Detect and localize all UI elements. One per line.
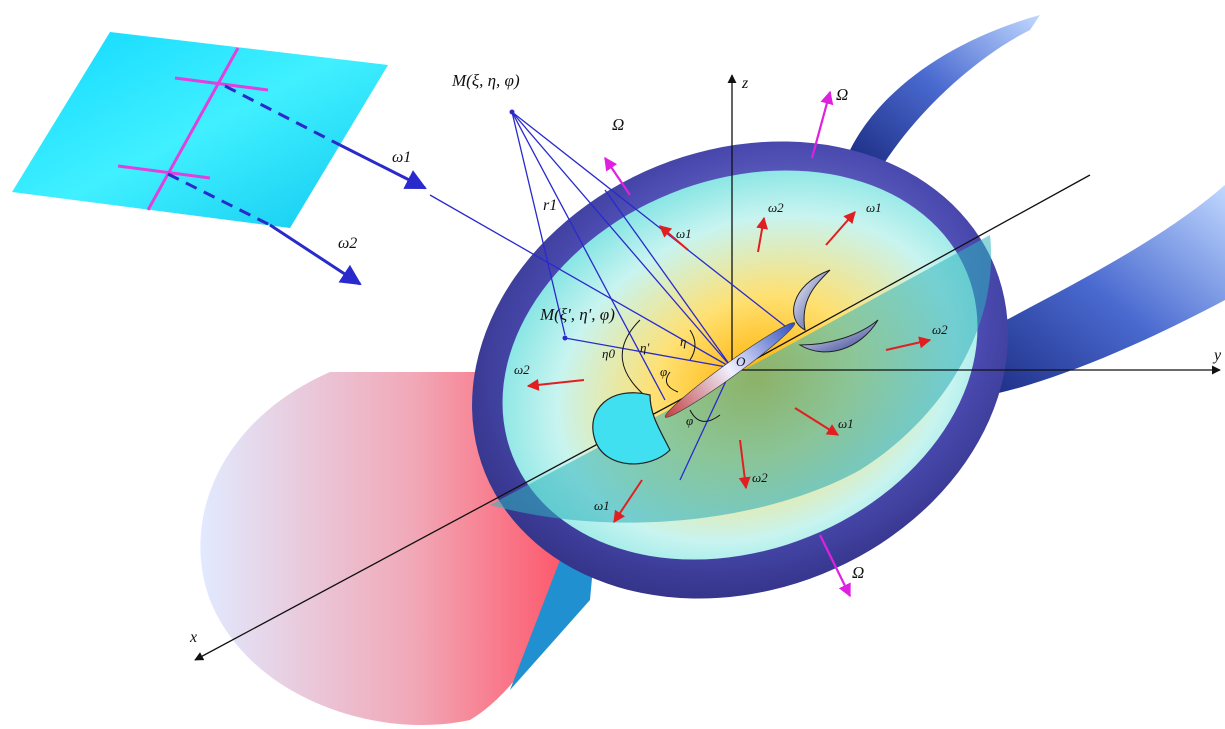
label-r1: r1 [543, 197, 557, 214]
label-phi: φ [660, 364, 667, 379]
long-axis [731, 174, 1091, 373]
angle-arc-eta0 [621, 319, 651, 401]
label-omega2-d: ω2 [514, 362, 530, 377]
plane-line-lower [117, 164, 211, 180]
ray-omega1-solid [339, 143, 427, 190]
label-omega2-a: ω2 [768, 200, 784, 215]
label-omega2-b: ω2 [932, 322, 948, 337]
cone-edge-flap [510, 545, 595, 690]
angle-arc-phi-lower [689, 409, 721, 422]
ray-omega2-solid [269, 223, 362, 286]
red-arrow-1 [659, 225, 689, 251]
blade-right [798, 319, 879, 353]
ray-M-to-O [511, 111, 733, 369]
label-Omega-c: Ω [852, 563, 864, 582]
label-eta: η [680, 334, 686, 349]
red-arrow-3 [825, 211, 856, 246]
needle-scatterer [664, 322, 796, 418]
red-arrow-5 [794, 407, 840, 436]
red-arrow-8 [526, 378, 585, 391]
label-eta-prime: η' [640, 340, 649, 355]
ray-to-upper-right [604, 189, 733, 369]
point-M-dot [509, 109, 515, 115]
plane-line-upper [174, 76, 269, 92]
angle-arc-eta [689, 329, 696, 361]
label-omega2-plane: ω2 [338, 235, 357, 252]
red-arrow-4 [885, 336, 932, 351]
label-M: M(ξ, η, φ) [451, 71, 520, 90]
magenta-arrow-3 [819, 534, 851, 598]
label-z: z [741, 75, 749, 92]
angle-arc-phi [665, 371, 679, 393]
red-arrow-2 [756, 216, 769, 253]
ray-to-origin [429, 194, 733, 369]
label-origin: O [736, 354, 746, 369]
label-omega1-b: ω1 [866, 200, 882, 215]
ray-to-lower [679, 367, 733, 481]
blade-lower-left [592, 392, 671, 465]
label-omega1-c: ω1 [838, 416, 854, 431]
blade-upper [793, 269, 831, 331]
upper-right-horn [850, 15, 1040, 170]
label-omega2-c: ω2 [752, 470, 768, 485]
magenta-arrow-2 [810, 90, 834, 159]
incident-plane [12, 32, 388, 228]
ray-omega1-dashed [224, 84, 341, 147]
magenta-arrow-1 [604, 156, 631, 196]
label-Omega-a: Ω [612, 115, 624, 134]
ray-r1 [511, 111, 566, 336]
label-omega1-a: ω1 [676, 226, 692, 241]
point-M-prime-dot [562, 335, 568, 341]
plane-line-vertical [146, 47, 240, 211]
label-omega1-d: ω1 [594, 498, 610, 513]
red-arrow-6 [738, 439, 751, 490]
right-horn [970, 185, 1225, 395]
ray-Mp-to-O [564, 337, 733, 369]
label-y: y [1212, 347, 1222, 364]
label-x: x [189, 629, 197, 646]
label-Omega-b: Ω [836, 85, 848, 104]
label-omega1-plane: ω1 [392, 149, 411, 166]
label-eta0: η0 [602, 346, 615, 361]
ray-M-to-needle-b [511, 111, 791, 331]
red-arrow-7 [613, 479, 643, 523]
label-phi-lower: φ [686, 413, 693, 428]
label-M-prime: M(ξ', η', φ) [539, 305, 615, 324]
